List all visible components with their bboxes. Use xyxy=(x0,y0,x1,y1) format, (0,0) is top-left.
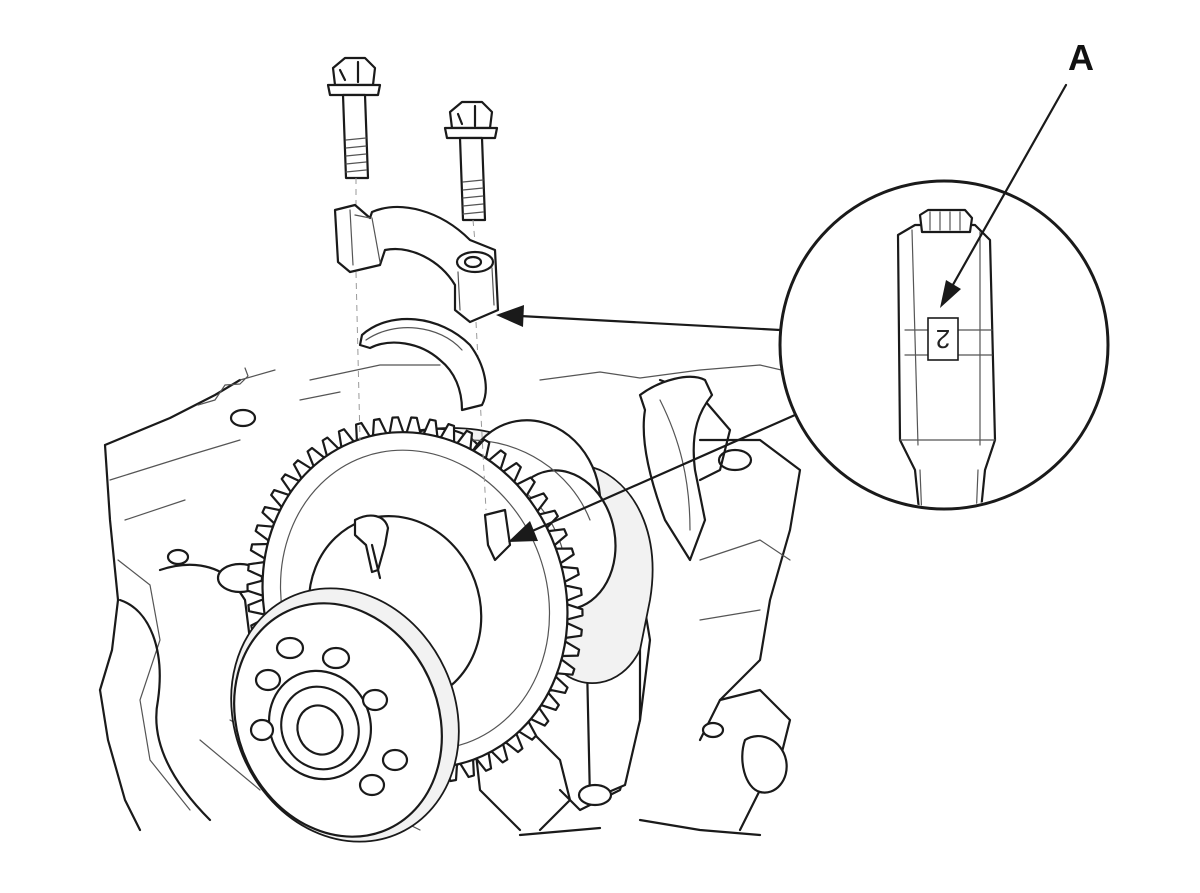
bearing-cap xyxy=(333,203,500,511)
pointer-arrows xyxy=(496,305,797,542)
crankshaft-flange xyxy=(230,587,460,843)
callout-a-arrowhead xyxy=(940,280,961,308)
arrow-head-to-cap xyxy=(496,305,524,327)
bearing-cap-bolt-right xyxy=(443,100,499,243)
upper-bearing-shell xyxy=(358,317,487,412)
cap-number-text: 2 xyxy=(936,324,950,354)
cap-number-box xyxy=(927,317,959,361)
callout-a: A xyxy=(940,37,1094,308)
detail-magnified-view: 2 xyxy=(778,179,1110,511)
bearing-cap-bolt-left xyxy=(326,56,382,205)
callout-a-label: A xyxy=(1068,37,1094,78)
arrow-head-to-shell xyxy=(508,521,538,542)
lower-bearing-shell xyxy=(483,508,512,562)
flange-bolt-holes xyxy=(249,636,409,797)
